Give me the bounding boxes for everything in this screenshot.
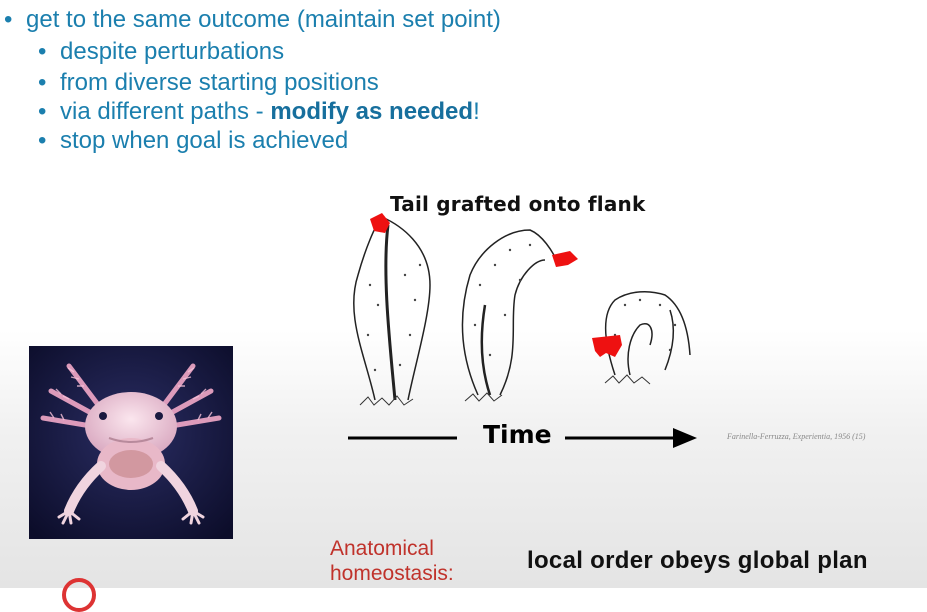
anatomical-line: Anatomical	[330, 537, 434, 560]
global-plan-statement: local order obeys global plan	[527, 547, 868, 574]
time-label: Time	[483, 420, 552, 449]
bullet-sub-4-text: stop when goal is achieved	[60, 127, 349, 154]
homeostasis-line: homeostasis:	[330, 562, 454, 585]
bullet-dot: •	[38, 98, 47, 125]
anatomical-homeostasis-label: Anatomical homeostasis:	[330, 536, 454, 586]
citation: Farinella-Ferruzza, Experientia, 1956 (1…	[727, 432, 866, 441]
bullet-sub-3-text: via different paths -	[60, 98, 271, 125]
bullet-sub-2-text: from diverse starting positions	[60, 69, 379, 96]
bullet-dot: •	[38, 69, 47, 96]
time-arrow-icon	[348, 428, 697, 448]
bullet-main-text: get to the same outcome (maintain set po…	[26, 6, 501, 33]
figure-title: Tail grafted onto flank	[390, 192, 646, 216]
tail-graft-drawing	[353, 213, 691, 406]
bullet-sub-4: • stop when goal is achieved	[38, 127, 348, 155]
axolotl-photo	[29, 346, 233, 539]
bullet-emphasis: modify as needed	[270, 98, 474, 125]
time-axis: Time	[345, 420, 705, 456]
bullet-dot: •	[38, 127, 47, 154]
bullet-sub-2: • from diverse starting positions	[38, 69, 379, 97]
bullet-sub-1-text: despite perturbations	[60, 38, 285, 65]
red-circle-mark	[62, 578, 96, 612]
bullet-sub-1: • despite perturbations	[38, 38, 284, 66]
bullet-main: • get to the same outcome (maintain set p…	[4, 6, 501, 34]
bullet-dot: •	[4, 6, 13, 33]
graft-highlight	[370, 213, 622, 357]
bullet-dot: •	[38, 38, 47, 65]
bullet-sub-3: • via different paths - modify as needed!	[38, 98, 480, 126]
bullet-emphasis-suffix: !	[473, 98, 480, 125]
